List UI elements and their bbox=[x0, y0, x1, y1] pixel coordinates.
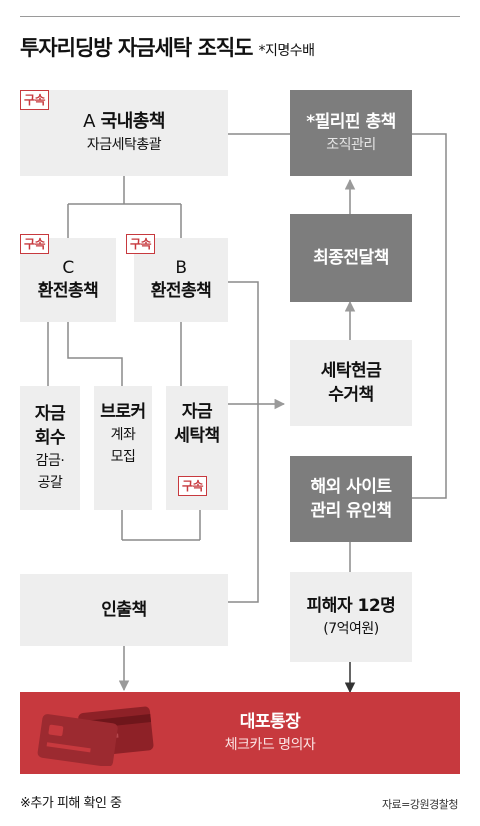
overseas-site-manager-line2: 관리 유인책 bbox=[310, 501, 392, 521]
broker-sub2: 모집 bbox=[110, 449, 136, 465]
withdrawer-box: 인출책 bbox=[20, 574, 228, 646]
philippines-boss-box: *필리핀 총책 조직관리 bbox=[290, 90, 412, 176]
exchange-boss-c-letter: C bbox=[62, 258, 74, 278]
domestic-boss-sub: 자금세탁총괄 bbox=[86, 137, 162, 153]
domestic-boss-prefix: A bbox=[83, 111, 95, 132]
broker-launder-join bbox=[121, 510, 201, 541]
final-courier-box: 최종전달책 bbox=[290, 214, 412, 302]
victims-name: 피해자 12명 bbox=[306, 596, 396, 616]
arrest-badge-launderer: 구속 bbox=[178, 476, 208, 496]
exchange-boss-b-name: 환전총책 bbox=[150, 281, 212, 301]
page-title: 투자리딩방 자금세탁 조직도 *지명수배 bbox=[20, 32, 315, 62]
exchange-boss-b-letter: B bbox=[175, 258, 187, 278]
domestic-boss-title: A 국내총책 bbox=[83, 110, 165, 134]
philippines-boss-name: *필리핀 총책 bbox=[306, 112, 396, 132]
cash-collector-line2: 수거책 bbox=[328, 385, 374, 405]
broker-name: 브로커 bbox=[100, 402, 146, 422]
philippines-boss-sub: 조직관리 bbox=[326, 137, 376, 153]
withdrawer-name: 인출책 bbox=[101, 600, 147, 620]
c-to-broker-line bbox=[67, 322, 123, 386]
final-courier-name: 최종전달책 bbox=[313, 248, 389, 268]
broker-sub1: 계좌 bbox=[110, 427, 136, 443]
title-note: *지명수배 bbox=[258, 43, 315, 59]
money-launderer-line1: 자금 bbox=[181, 402, 213, 422]
arrest-badge-b: 구속 bbox=[126, 234, 156, 254]
arrest-badge-c: 구속 bbox=[20, 234, 50, 254]
footer-note: ※추가 피해 확인 중 bbox=[20, 796, 122, 811]
arrest-badge-a: 구속 bbox=[20, 90, 50, 110]
victims-box: 피해자 12명 (7억여원) bbox=[290, 572, 412, 662]
credit-card-icon bbox=[37, 706, 154, 766]
burner-account-sub: 체크카드 명의자 bbox=[224, 737, 316, 753]
title-text: 투자리딩방 자금세탁 조직도 bbox=[20, 36, 253, 60]
b-to-withdraw-line bbox=[228, 281, 259, 603]
fund-collection-sub1: 감금· bbox=[35, 453, 65, 469]
overseas-site-manager-box: 해외 사이트 관리 유인책 bbox=[290, 456, 412, 542]
cash-collector-box: 세탁현금 수거책 bbox=[290, 340, 412, 426]
burner-account-name: 대포통장 bbox=[239, 712, 301, 732]
money-launderer-line2: 세탁책 bbox=[174, 426, 220, 446]
ph-overseas-bracket bbox=[412, 133, 447, 499]
victims-amount: (7억여원) bbox=[323, 621, 379, 637]
footer-source: 자료=강원경찰청 bbox=[381, 798, 459, 811]
fund-collection-line1: 자금 bbox=[34, 404, 66, 424]
top-rule bbox=[20, 16, 460, 17]
fund-collection-sub2: 공갈 bbox=[37, 475, 63, 491]
domestic-boss-name: 국내총책 bbox=[100, 111, 166, 132]
cash-collector-line1: 세탁현금 bbox=[320, 361, 382, 381]
fund-collection-box: 자금 회수 감금· 공갈 bbox=[20, 386, 80, 510]
broker-box: 브로커 계좌 모집 bbox=[94, 386, 152, 510]
overseas-site-manager-line1: 해외 사이트 bbox=[310, 477, 392, 497]
domestic-boss-box: A 국내총책 자금세탁총괄 bbox=[20, 90, 228, 176]
fund-collection-line2: 회수 bbox=[34, 428, 66, 448]
a-to-c-b-line bbox=[67, 176, 182, 238]
exchange-boss-c-name: 환전총책 bbox=[37, 281, 99, 301]
